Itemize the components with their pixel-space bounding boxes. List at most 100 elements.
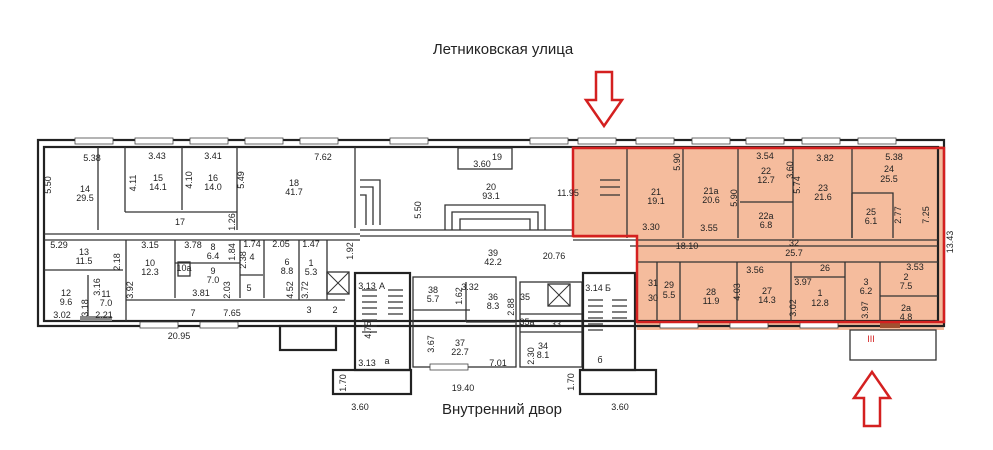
dimension: 3.72 [300, 281, 310, 299]
room-tag: б [597, 355, 602, 365]
room-area: 93.1 [482, 191, 500, 201]
dimension: 3.16 [92, 278, 102, 296]
room-number: 14 [80, 184, 90, 194]
dimension: 5.38 [885, 152, 903, 162]
dimension: 18.10 [676, 241, 699, 251]
room-area: 42.2 [484, 257, 502, 267]
room-number: 36 [488, 292, 498, 302]
room-area: 6.1 [865, 216, 878, 226]
room-number: 6 [284, 257, 289, 267]
room-area: 22.7 [451, 347, 469, 357]
room-area: 7.0 [100, 298, 113, 308]
dimension: 2.30 [526, 347, 536, 365]
room-number: 24 [884, 164, 894, 174]
entrance-tag: III [867, 334, 875, 344]
dimension: 3.60 [611, 402, 629, 412]
dimension: 3.54 [756, 151, 774, 161]
dimension: 3.60 [351, 402, 369, 412]
room-area: 19.1 [647, 196, 665, 206]
room-area: 8.8 [281, 266, 294, 276]
room-number: 38 [428, 285, 438, 295]
room-area: 5.3 [305, 267, 318, 277]
dimension: 20.95 [168, 331, 191, 341]
dimension: 4.11 [128, 175, 138, 192]
room-number: 21 [651, 187, 661, 197]
room-area: 14.0 [204, 182, 222, 192]
room-number: 20 [486, 182, 496, 192]
room-area: 12.3 [141, 267, 159, 277]
room-tag: 26 [820, 263, 830, 273]
stairwell-b [578, 271, 658, 396]
dimension: 13.43 [945, 231, 955, 254]
room-area: 7.0 [207, 275, 220, 285]
dimension: 4.03 [732, 283, 742, 301]
room-number: 15 [153, 173, 163, 183]
room-number: 32 [789, 238, 799, 248]
room-area: 20.6 [702, 195, 720, 205]
dimension: 3.13 [358, 358, 376, 368]
dimension: 5.50 [43, 176, 53, 194]
room-number: 8 [210, 242, 215, 252]
dimension: 7.01 [489, 358, 507, 368]
room-tag: 31 [648, 278, 658, 288]
dimension: 3.82 [816, 153, 834, 163]
dimension: 3.78 [184, 240, 202, 250]
room-area: 8.3 [487, 301, 500, 311]
room-number: 12 [61, 288, 71, 298]
dimension: 11.95 [557, 188, 579, 198]
room-tag: 19 [492, 152, 502, 162]
dimension: 3.13 [358, 281, 376, 291]
vertical-dimensions: 5.50 4.11 4.10 5.49 1.26 2.18 1.84 3.92 … [43, 153, 955, 392]
windows [74, 137, 897, 371]
room-tag: 35а [519, 317, 534, 327]
room-tag: 7 [190, 308, 195, 318]
room-area: 6.4 [207, 251, 220, 261]
dimension: 3.30 [642, 222, 660, 232]
radiator-hatch [80, 316, 112, 321]
room-number: 22 [761, 166, 771, 176]
dimension: 4.75 [363, 321, 373, 339]
dimension: 2.03 [222, 281, 232, 299]
room-tag: 3 [306, 305, 311, 315]
dimension: 3.97 [860, 301, 870, 319]
room-tag: 5 [246, 283, 251, 293]
entrance-arrow-up-icon [851, 369, 893, 428]
stairwell-a [331, 271, 413, 396]
room-tag: а [384, 356, 389, 366]
dimension: 3.43 [148, 151, 166, 161]
room-area: 14.3 [758, 295, 776, 305]
room-area: 25.7 [785, 248, 803, 258]
dimension: 1.26 [227, 213, 237, 231]
dimension: 3.97 [794, 277, 812, 287]
dimension: 20.76 [543, 251, 566, 261]
courtyard-label: Внутренний двор [442, 401, 562, 418]
room-number: 11 [101, 289, 110, 299]
room-number: 25 [866, 207, 876, 217]
room-number: 23 [818, 183, 828, 193]
dimension: 4.10 [184, 171, 194, 189]
room-number: 21а [703, 186, 718, 196]
room-tag: Б [605, 283, 611, 293]
horizontal-dimensions: 5.38 3.43 3.41 7.62 5.29 3.15 3.78 3.81 … [50, 151, 924, 412]
dimension: 2.18 [112, 253, 122, 271]
dimension: 3.81 [192, 288, 210, 298]
dimension: 3.60 [785, 161, 795, 179]
room-area: 11.9 [703, 296, 720, 306]
room-area: 41.7 [285, 187, 303, 197]
dimension: 5.90 [672, 153, 682, 171]
room-tag: 35 [520, 292, 530, 302]
dimension: 7.25 [921, 206, 931, 224]
dimension: 19.40 [452, 383, 475, 393]
room-number: 2а [901, 303, 911, 313]
highlighted-premises-fill[interactable] [573, 146, 944, 330]
room-area: 7.5 [900, 281, 913, 291]
room-number: 3 [863, 277, 868, 287]
dimension: 3.53 [906, 262, 924, 272]
dimension: 1.70 [338, 374, 348, 392]
dimension: 1.74 [243, 239, 261, 249]
room-number: 9 [210, 266, 215, 276]
dimension: 3.67 [426, 335, 436, 353]
room-tag: 2 [332, 305, 337, 315]
